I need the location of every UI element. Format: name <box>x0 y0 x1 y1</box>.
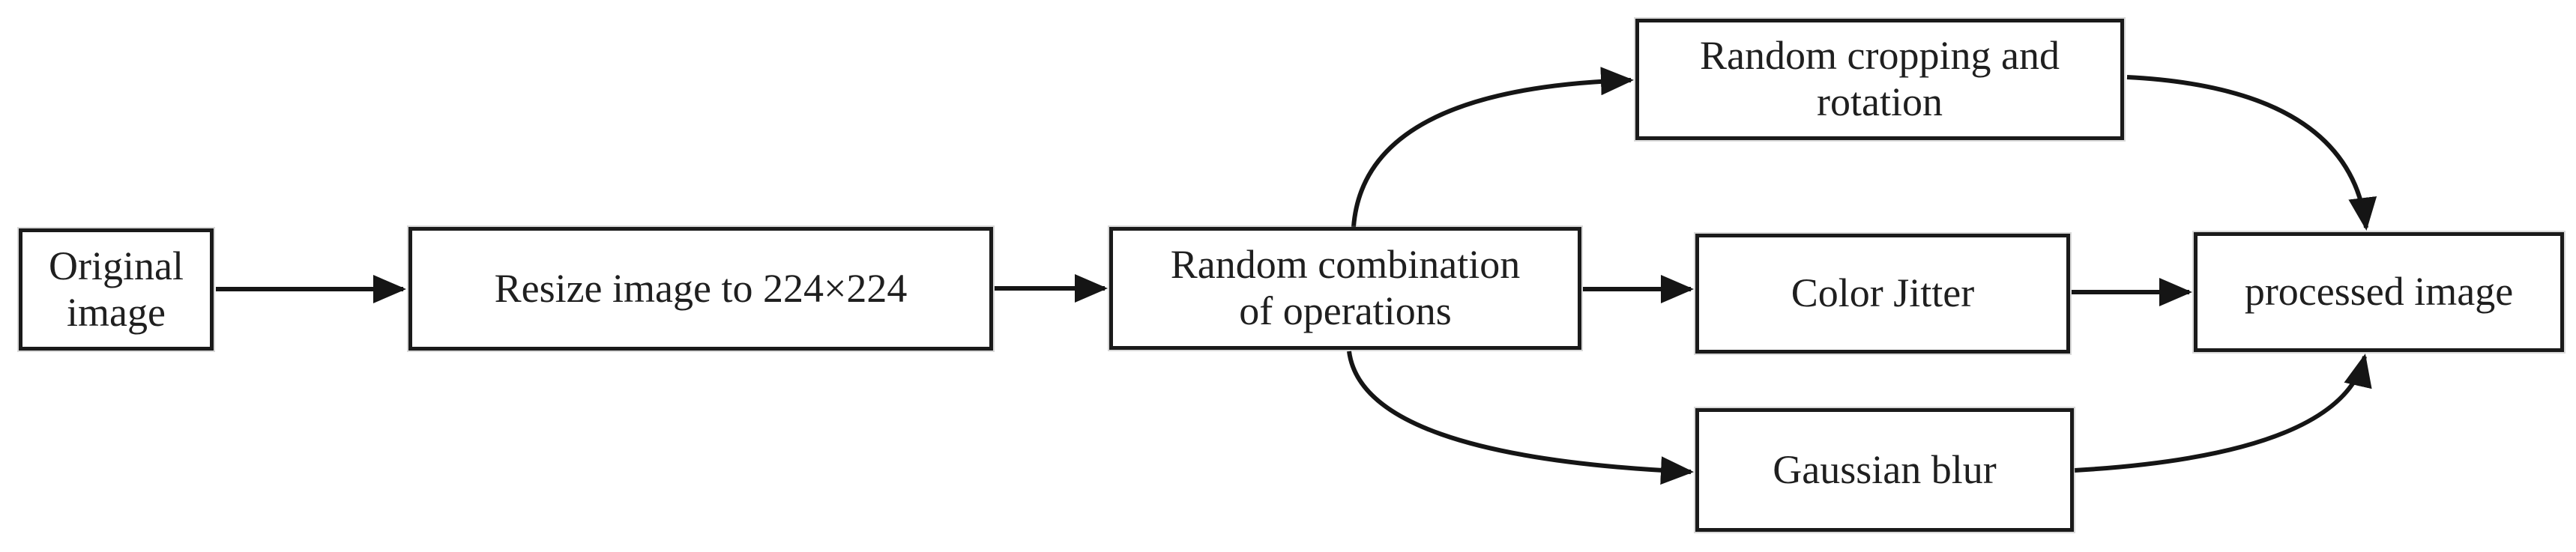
edge-cropping-to-processed <box>2126 75 2377 231</box>
node-random-combination: Random combination of operations <box>1108 225 1583 351</box>
node-color-jitter-label: Color Jitter <box>1791 270 1975 316</box>
node-processed-image-label: processed image <box>2244 269 2514 315</box>
edge-combination-to-blur <box>1347 351 1694 485</box>
edge-combination-to-cropping <box>1351 67 1634 228</box>
node-original-image: Original image <box>17 227 215 352</box>
node-random-cropping-rotation-label: Random cropping and rotation <box>1700 33 2060 124</box>
node-original-image-label: Original image <box>49 243 184 335</box>
edge-blur-to-processed <box>2074 354 2372 473</box>
node-processed-image: processed image <box>2192 231 2566 354</box>
node-resize-image: Resize image to 224×224 <box>407 225 995 352</box>
node-color-jitter: Color Jitter <box>1694 232 2072 355</box>
node-random-cropping-rotation: Random cropping and rotation <box>1634 17 2126 142</box>
node-random-combination-label: Random combination of operations <box>1170 242 1521 333</box>
node-gaussian-blur-label: Gaussian blur <box>1773 446 1997 492</box>
node-gaussian-blur: Gaussian blur <box>1694 407 2075 533</box>
node-resize-image-label: Resize image to 224×224 <box>494 265 908 311</box>
